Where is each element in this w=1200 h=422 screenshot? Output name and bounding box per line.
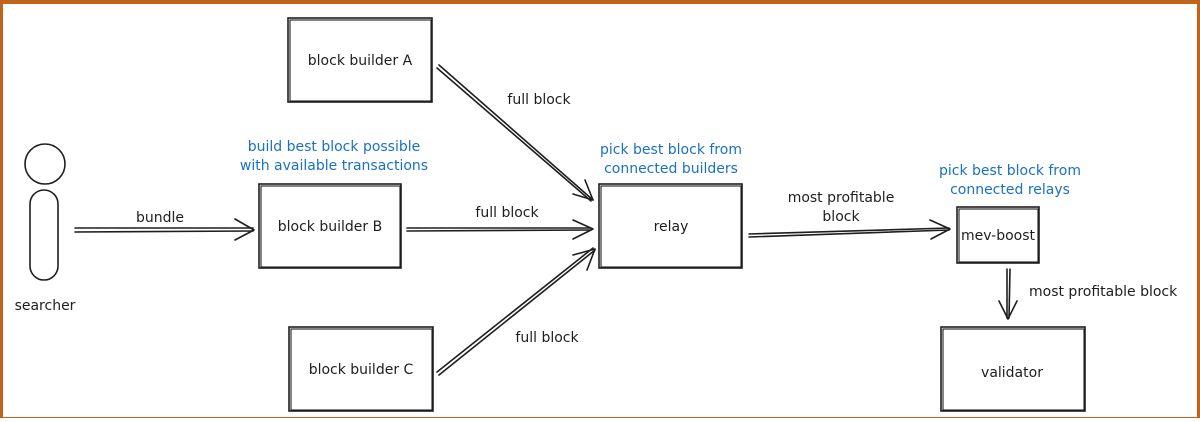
edge-label-most-profitable-1: most profitable [788,190,895,206]
builder-a-box [287,17,433,103]
edge-label-full-block-b: full block [475,205,539,221]
validator-label: validator [981,365,1043,381]
validator-box [940,326,1086,412]
edge-label-full-block-c: full block [515,330,579,346]
arrow-builder-c-to-relay [436,247,596,376]
relay-box [598,183,743,269]
searcher-label: searcher [15,298,76,314]
edge-label-most-profitable-2: block [822,209,860,225]
note-mev-boost-2: connected relays [950,182,1070,198]
builder-b-label: block builder B [278,219,382,235]
note-builder-b-2: with available transactions [240,158,428,174]
arrow-mev-boost-to-validator [998,268,1018,320]
searcher-body [29,189,59,281]
arrow-builder-b-to-relay [406,219,594,240]
edge-label-bundle: bundle [136,210,184,226]
arrow-builder-a-to-relay [436,64,594,202]
relay-label: relay [654,219,689,235]
searcher-figure [24,143,66,281]
searcher-head [24,143,66,185]
note-builder-b-1: build best block possible [248,139,421,155]
edge-label-full-block-a: full block [507,92,571,108]
note-mev-boost-1: pick best block from [939,163,1081,179]
flow-diagram: searcher block builder A block builder B… [15,17,1178,412]
mev-boost-box [956,206,1040,264]
arrow-relay-to-mev-boost [748,219,951,240]
builder-a-label: block builder A [308,53,413,69]
builder-b-box [258,183,402,269]
edge-label-most-profitable-block: most profitable block [1029,284,1178,300]
note-relay-2: connected builders [604,161,738,177]
mev-boost-label: mev-boost [961,228,1036,244]
note-relay-1: pick best block from [600,142,742,158]
arrow-bundle [74,218,255,241]
builder-c-box [288,326,434,412]
builder-c-label: block builder C [309,362,414,378]
